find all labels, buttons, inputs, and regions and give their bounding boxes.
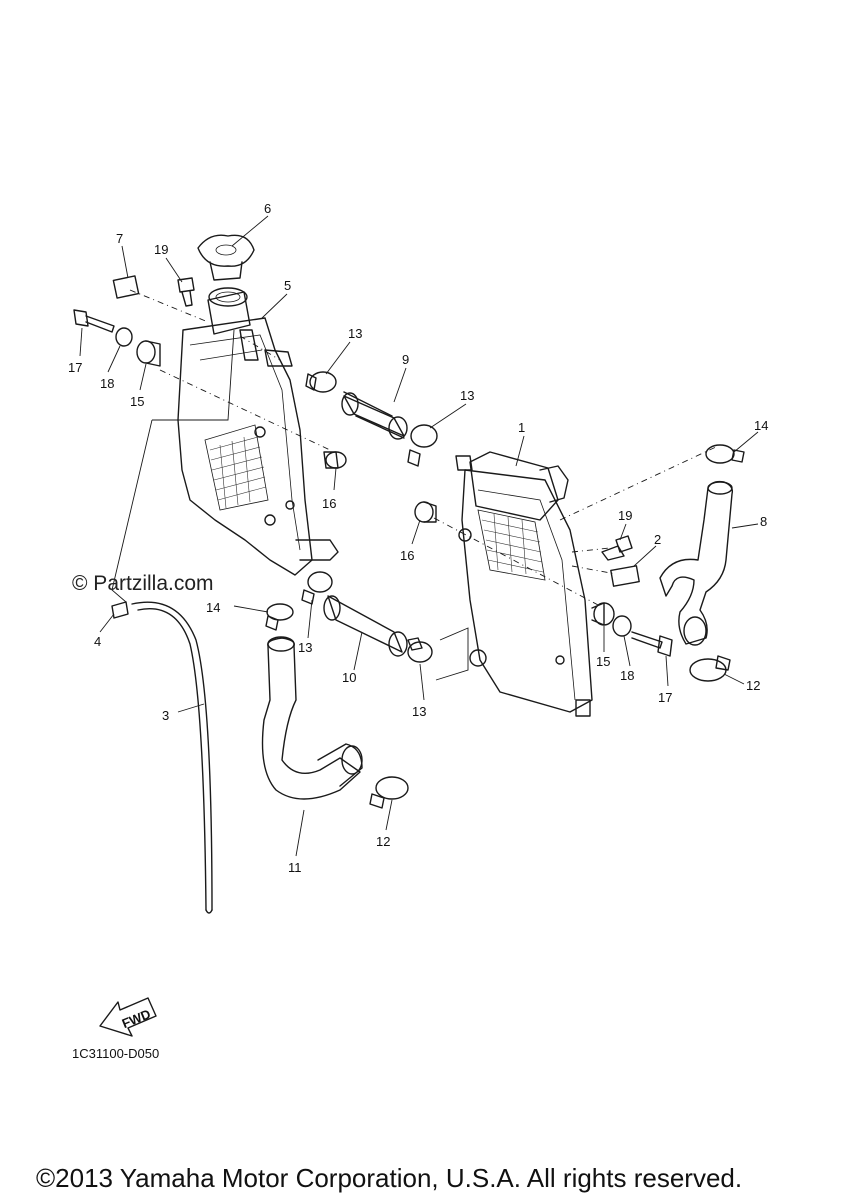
clip-part-4	[111, 601, 129, 619]
collar-part-15-right	[591, 602, 615, 626]
callout-8: 8	[760, 514, 767, 529]
callout-15-left: 15	[130, 394, 144, 409]
clamp-part-14-right	[705, 444, 745, 464]
clamp-part-13-upper-center	[407, 424, 438, 467]
bolt-part-19-left	[177, 277, 195, 307]
callout-16-right: 16	[400, 548, 414, 563]
bolt-part-17-right	[631, 631, 673, 657]
callout-10: 10	[342, 670, 356, 685]
bolt-part-17-left	[73, 309, 115, 333]
clamp-part-13-lower-center	[407, 637, 433, 663]
fwd-arrow-icon: FWD	[99, 997, 157, 1037]
callout-19-left: 19	[154, 242, 168, 257]
hose-part-10	[323, 595, 408, 657]
clamp-part-13-lower-left	[301, 571, 333, 605]
radiator-cap-part-6	[197, 234, 255, 281]
callout-2: 2	[654, 532, 661, 547]
diagram-code: 1C31100-D050	[72, 1046, 160, 1061]
grommet-part-7	[112, 275, 140, 299]
callout-3: 3	[162, 708, 169, 723]
right-radiator-part-1	[455, 451, 593, 717]
partzilla-watermark: © Partzilla.com	[72, 572, 214, 595]
callout-1: 1	[518, 420, 525, 435]
washer-part-18-right	[612, 615, 632, 637]
hose-part-8	[659, 480, 734, 646]
callout-13-upper-center: 13	[460, 388, 474, 403]
clamp-part-13-upper-left	[305, 371, 337, 393]
callout-11: 11	[288, 860, 302, 875]
callout-14-right: 14	[754, 418, 768, 433]
callout-6: 6	[264, 201, 271, 216]
callout-numbers: 6 7 19 5 17 18 15 13 9 13 1 14 8 16 16 1…	[68, 201, 768, 875]
collar-part-15-left	[136, 340, 161, 367]
leader-lines	[79, 215, 759, 857]
copyright-notice: ©2013 Yamaha Motor Corporation, U.S.A. A…	[36, 1163, 743, 1193]
callout-4: 4	[94, 634, 101, 649]
overflow-hose-part-3	[131, 601, 213, 914]
callout-17-left: 17	[68, 360, 82, 375]
clamp-part-12-left	[369, 776, 409, 809]
washer-part-18-left	[115, 327, 133, 347]
hose-part-11	[261, 636, 363, 800]
callout-13-lower-center: 13	[412, 704, 426, 719]
callout-16-left: 16	[322, 496, 336, 511]
callout-12-right: 12	[746, 678, 760, 693]
callout-12-left: 12	[376, 834, 390, 849]
callout-14-left: 14	[206, 600, 220, 615]
callout-17-right: 17	[658, 690, 672, 705]
callout-5: 5	[284, 278, 291, 293]
left-radiator-part-5	[177, 287, 339, 576]
hose-part-9	[341, 391, 408, 440]
callout-7: 7	[116, 231, 123, 246]
bolt-part-19-right	[601, 535, 633, 561]
bolt-part-16-left	[323, 451, 347, 469]
assembly-reference-lines	[111, 289, 719, 681]
callout-13-lower-left: 13	[298, 640, 312, 655]
fwd-label: FWD	[120, 1006, 153, 1031]
callout-18-left: 18	[100, 376, 114, 391]
callout-13-upper-left: 13	[348, 326, 362, 341]
callout-18-right: 18	[620, 668, 634, 683]
clamp-part-12-right	[689, 655, 731, 682]
callout-9: 9	[402, 352, 409, 367]
callout-15-right: 15	[596, 654, 610, 669]
callout-19-right: 19	[618, 508, 632, 523]
clamp-part-14-left	[265, 603, 294, 631]
grommet-part-2	[610, 565, 640, 587]
bolt-part-16-right	[414, 501, 437, 523]
